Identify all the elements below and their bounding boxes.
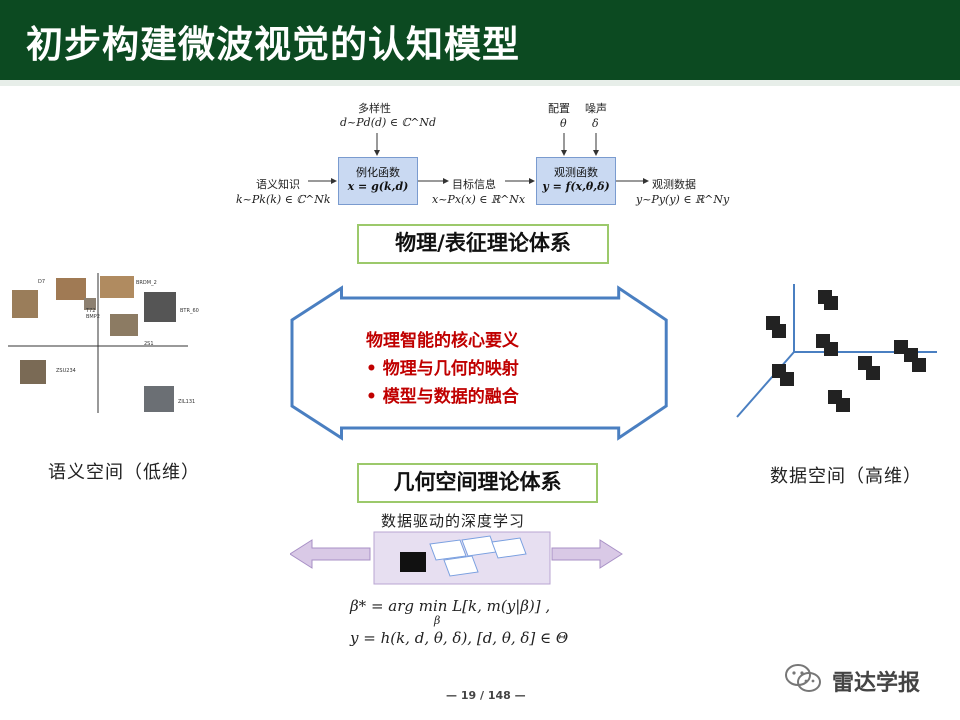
equation-2: y = h(k, d, θ, δ), [d, θ, δ] ∈ Θ (350, 629, 569, 647)
data-label: 观测数据 (652, 178, 696, 191)
flow-arrows (308, 133, 649, 184)
diversity-label: 多样性 (358, 102, 391, 115)
config-label: 配置 (548, 102, 570, 115)
equation-1: β* = arg min L[k, m(y|β)] , (350, 597, 551, 615)
left-caption: 语义空间（低维） (48, 462, 200, 483)
observe-function-box: 观测函数 y = f(x,θ,δ) (536, 157, 616, 205)
instance-function-box: 例化函数 x = g(k,d) (338, 157, 418, 205)
scatter-label-2s1: 2S1 (144, 341, 154, 347)
equation-1-subscript: β (434, 614, 441, 627)
scatter-label-t72: T72 (86, 308, 96, 314)
geometry-theory-box: 几何空间理论体系 (357, 463, 598, 503)
delta-label: δ (592, 117, 599, 130)
instance-box-title: 例化函数 (356, 166, 400, 179)
title-underline (0, 80, 960, 86)
logo-text: 雷达学报 (832, 671, 921, 696)
scatter-label-zil131: ZIL131 (178, 399, 196, 405)
data-formula: y~Py(y) ∈ ℝ^Ny (636, 193, 730, 206)
deep-learning-label: 数据驱动的深度学习 (381, 512, 526, 530)
physics-theory-box: 物理/表征理论体系 (357, 224, 609, 264)
title-bar: 初步构建微波视觉的认知模型 (0, 0, 960, 80)
scatter-label-btr60: BTR_60 (180, 308, 199, 314)
semantic-label: 语义知识 (256, 178, 300, 191)
semantic-formula: k~Pk(k) ∈ ℂ^Nk (236, 193, 331, 206)
deep-learning-panel (290, 531, 623, 585)
scatter-label-bmp2: BMP2 (86, 314, 100, 320)
core-title: 物理智能的核心要义 (366, 331, 519, 351)
target-label: 目标信息 (452, 178, 496, 191)
double-arrow-shape (290, 285, 668, 441)
instance-box-formula: x = g(k,d) (347, 180, 409, 193)
core-item-1: • 物理与几何的映射 (366, 359, 519, 379)
page-title: 初步构建微波视觉的认知模型 (26, 23, 520, 66)
observe-box-title: 观测函数 (554, 166, 598, 179)
core-item-2: • 模型与数据的融合 (366, 387, 519, 407)
target-formula: x~Px(x) ∈ ℝ^Nx (432, 193, 526, 206)
data-space-plot (736, 284, 937, 418)
theta-label: θ (560, 117, 567, 130)
right-caption: 数据空间（高维） (770, 466, 922, 487)
scatter-label-zsu234: ZSU234 (56, 368, 76, 374)
observe-box-formula: y = f(x,θ,δ) (542, 180, 610, 193)
wechat-icon (785, 664, 821, 692)
scatter-label-d7: D7 (38, 279, 46, 285)
page-number: — 19 / 148 — (446, 689, 526, 702)
semantic-space-plot (8, 273, 188, 413)
noise-label: 噪声 (585, 102, 607, 115)
diversity-formula: d~Pd(d) ∈ ℂ^Nd (340, 116, 437, 129)
scatter-label-brdm2: BRDM_2 (136, 280, 157, 286)
